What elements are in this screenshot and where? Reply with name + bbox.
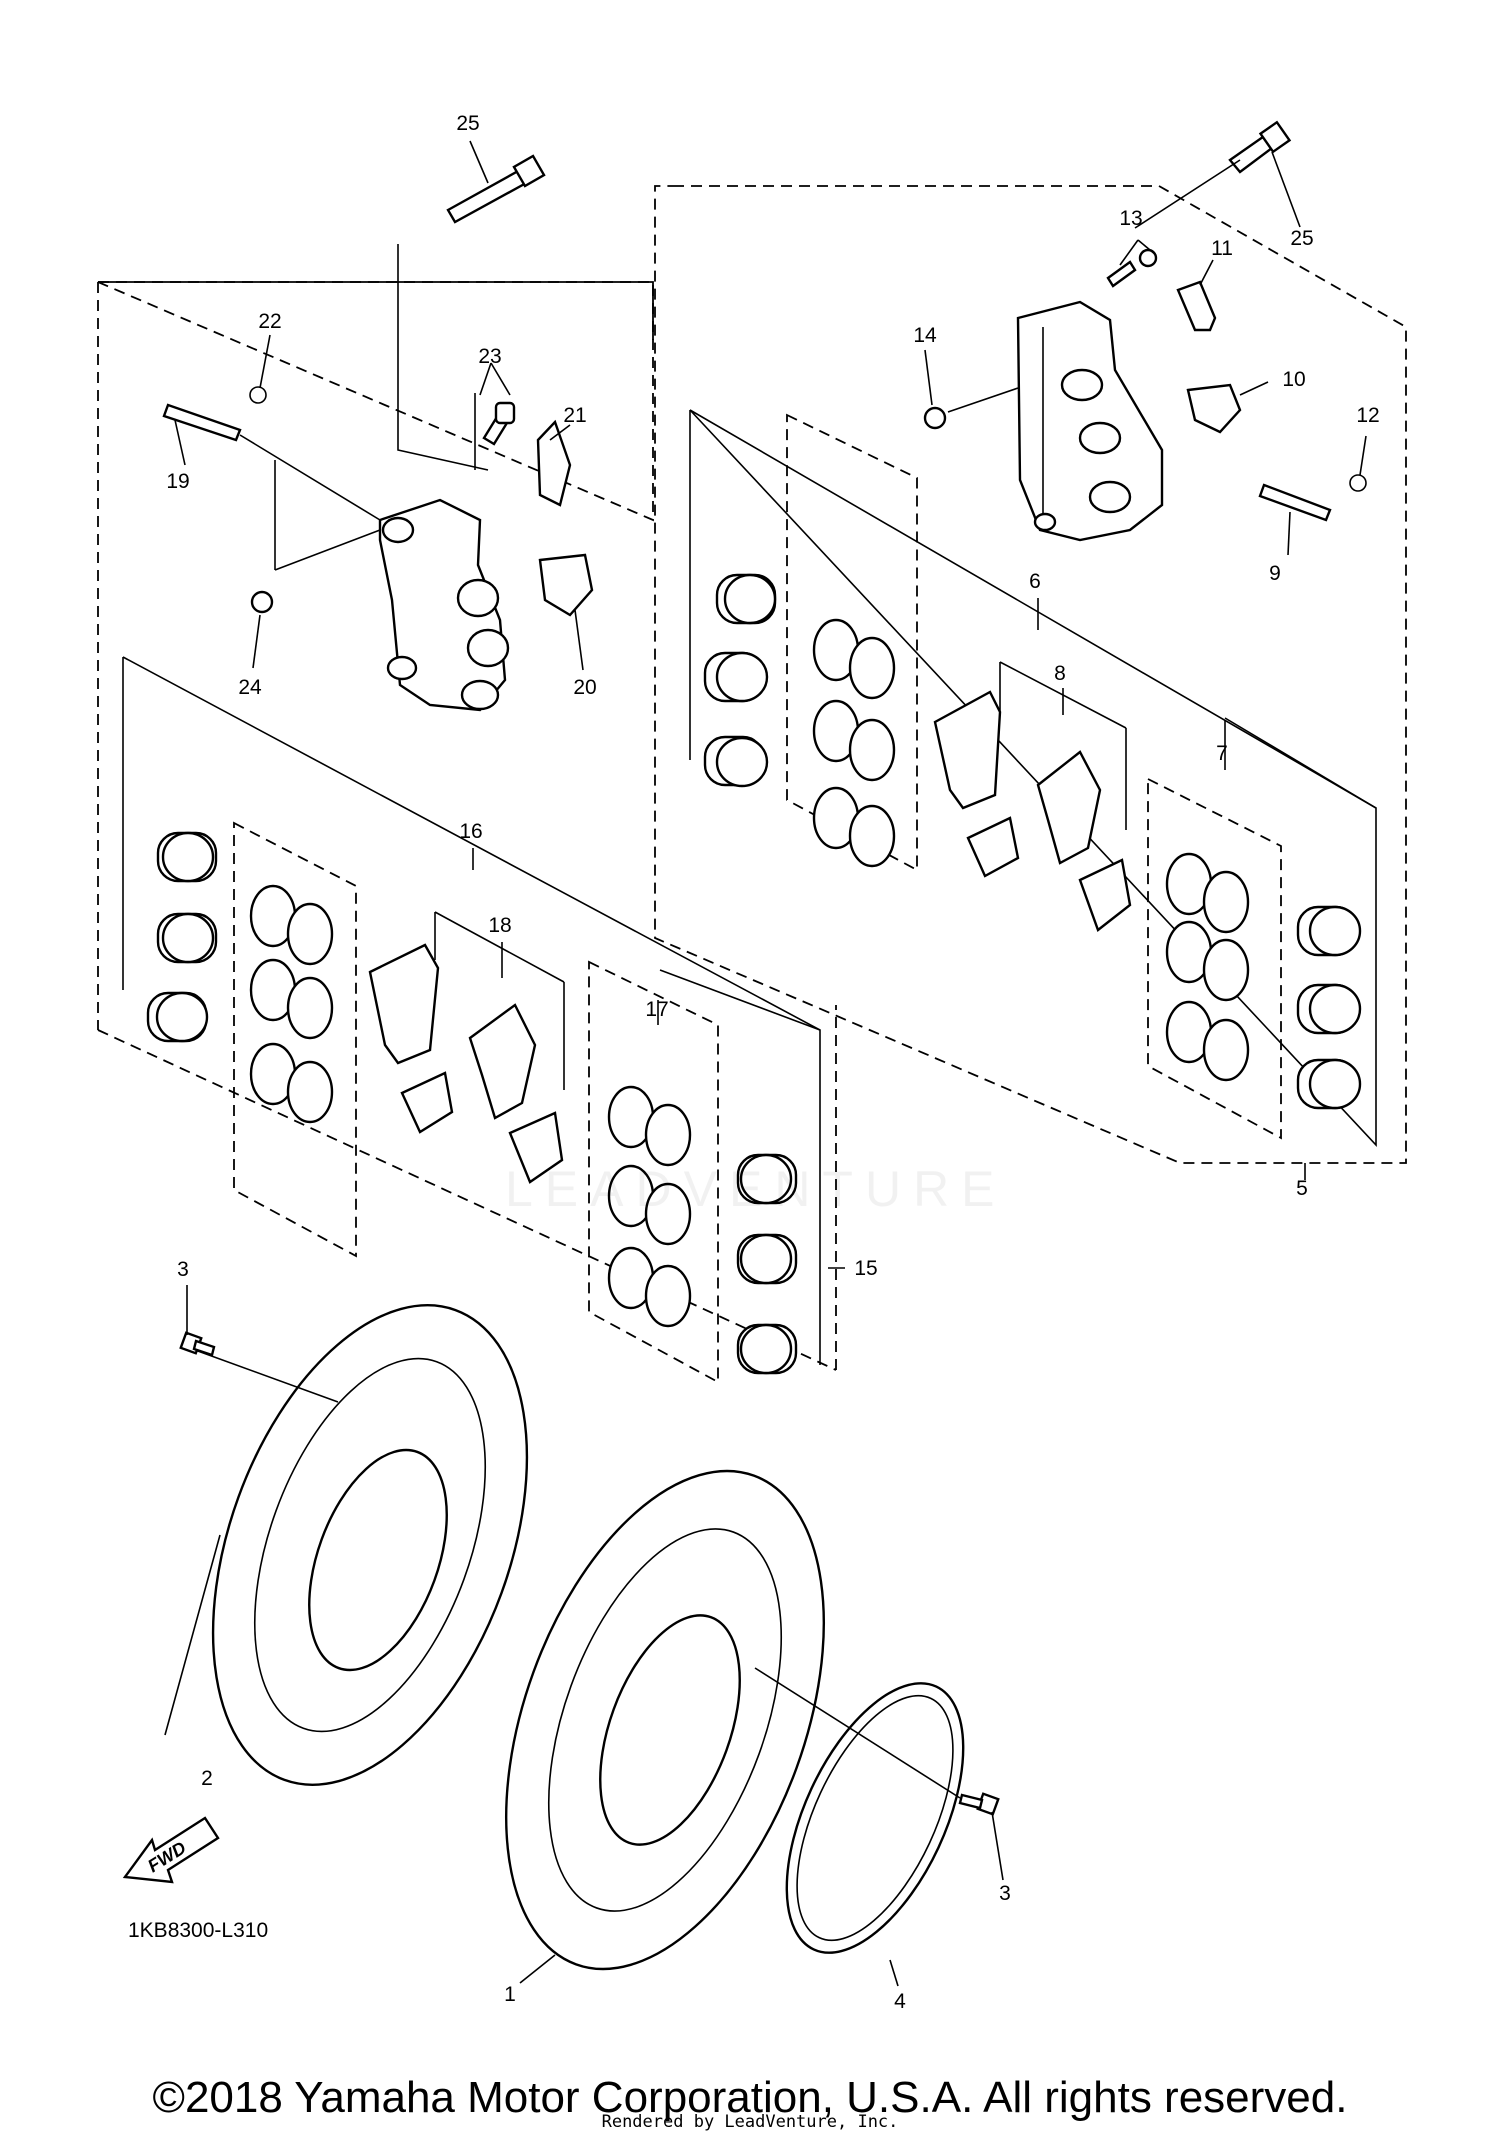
callout-5: 5 bbox=[1296, 1177, 1308, 1200]
seal-group-left-b bbox=[607, 1085, 692, 1328]
bleeder-screw-right bbox=[1106, 260, 1137, 288]
bolt-25-right bbox=[1134, 120, 1292, 229]
callout-20: 20 bbox=[573, 676, 596, 699]
brake-disc-right bbox=[505, 1469, 825, 1984]
seal-group-left-a bbox=[249, 884, 334, 1124]
right-caliper-assembly bbox=[654, 120, 1407, 1164]
callout-2: 2 bbox=[201, 1767, 213, 1790]
callout-17: 17 bbox=[645, 998, 668, 1021]
callout-21: 21 bbox=[563, 404, 586, 427]
caliper-body-right bbox=[1016, 300, 1164, 542]
pad-spring-left bbox=[536, 419, 572, 507]
pad-pin-left bbox=[162, 403, 381, 571]
callout-22: 22 bbox=[258, 310, 281, 333]
callout-1: 1 bbox=[504, 1983, 516, 2006]
pin-clip-left bbox=[249, 386, 267, 404]
left-caliper-assembly bbox=[97, 154, 837, 1384]
piston-group-left-a bbox=[146, 831, 218, 1043]
callout-12: 12 bbox=[1356, 404, 1379, 427]
watermark-logo: LEADVENTURE bbox=[505, 1161, 1007, 1217]
callout-9: 9 bbox=[1269, 562, 1281, 585]
caliper-body-left bbox=[378, 498, 510, 712]
brake-pads-left bbox=[368, 943, 564, 1184]
seal-group-right-a bbox=[812, 618, 896, 868]
fwd-arrow-icon: FWD bbox=[122, 1816, 220, 1884]
callout-23: 23 bbox=[478, 345, 501, 368]
callout-labels: 25 25 13 11 14 10 12 9 6 8 7 5 22 23 21 … bbox=[128, 112, 1380, 2013]
washer-right bbox=[923, 406, 947, 430]
seal-group-right-b bbox=[1165, 852, 1250, 1082]
copyright-text: ©2018 Yamaha Motor Corporation, U.S.A. A… bbox=[152, 2073, 1348, 2122]
disc-bolt-right bbox=[754, 1667, 1004, 1881]
pad-clip-right bbox=[1186, 383, 1242, 434]
callout-7: 7 bbox=[1216, 742, 1228, 765]
callout-4: 4 bbox=[894, 1990, 906, 2013]
leader-lines bbox=[174, 140, 1367, 1269]
pad-clip-left bbox=[538, 553, 594, 617]
callout-8: 8 bbox=[1054, 662, 1066, 685]
pad-pin-right bbox=[947, 387, 1332, 522]
washer-left bbox=[250, 590, 274, 614]
callout-3-right: 3 bbox=[999, 1882, 1011, 1905]
sensor-rotor bbox=[785, 1682, 965, 1987]
rendered-by-text: Rendered by LeadVenture, Inc. bbox=[601, 2112, 899, 2132]
callout-14: 14 bbox=[913, 324, 937, 347]
pad-spring-right bbox=[1176, 280, 1217, 332]
callout-25-left: 25 bbox=[456, 112, 479, 135]
callout-13: 13 bbox=[1119, 207, 1142, 230]
callout-16: 16 bbox=[459, 820, 482, 843]
piston-group-left-b bbox=[736, 1153, 798, 1375]
bolt-25-left bbox=[397, 154, 546, 471]
callout-10: 10 bbox=[1282, 368, 1305, 391]
brake-disc-left bbox=[164, 1304, 529, 1786]
callout-15: 15 bbox=[854, 1257, 877, 1280]
piston-group-right-a bbox=[703, 573, 777, 788]
piston-group-right-b bbox=[1296, 905, 1362, 1110]
callout-18: 18 bbox=[488, 914, 511, 937]
callout-25-right: 25 bbox=[1290, 227, 1313, 250]
callout-3-left: 3 bbox=[177, 1258, 189, 1281]
brake-pads-right bbox=[933, 690, 1132, 932]
callout-11: 11 bbox=[1211, 237, 1233, 260]
callout-19: 19 bbox=[166, 470, 189, 493]
figure-code: 1KB8300-L310 bbox=[128, 1919, 268, 1942]
disc-bolt-left bbox=[179, 1285, 216, 1357]
pin-clip-right bbox=[1349, 474, 1367, 492]
callout-6: 6 bbox=[1029, 570, 1041, 593]
callout-24: 24 bbox=[238, 676, 262, 699]
